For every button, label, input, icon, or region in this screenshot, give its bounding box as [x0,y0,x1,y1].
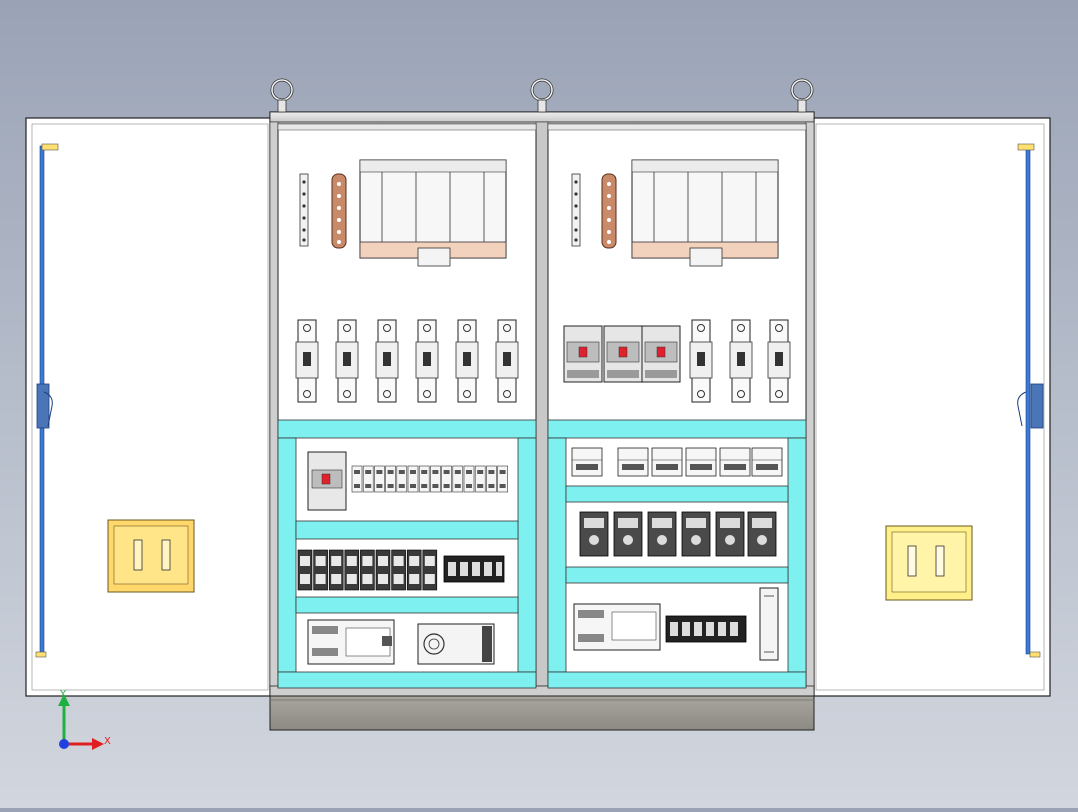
right-power-supply[interactable] [759,587,779,661]
right-contactor-3[interactable] [651,447,683,477]
left-plc-expansion[interactable] [443,555,505,583]
lifting-eye-left [270,78,294,113]
right-timer-relay-4[interactable] [681,511,711,557]
right-plc-expansion[interactable] [665,615,747,643]
terminal-block[interactable] [385,465,396,493]
terminal-block[interactable] [430,465,441,493]
left-mcb-4[interactable] [415,319,439,403]
right-door[interactable] [809,117,1051,697]
right-timer-relay-5[interactable] [715,511,745,557]
left-mcb-5[interactable] [455,319,479,403]
relay[interactable] [344,549,360,591]
right-door-lock-rod [1017,143,1044,658]
left-mcb-6[interactable] [495,319,519,403]
right-rccb-row[interactable] [563,325,681,383]
right-din-rails [547,419,807,689]
terminal-block[interactable] [407,465,419,493]
left-mcb-1[interactable] [295,319,319,403]
coordinate-triad: X Y [58,689,111,750]
axis-y-label: Y [59,689,67,700]
right-rccb-1[interactable] [563,325,603,383]
left-mcb-row[interactable] [295,319,519,403]
relay[interactable] [422,549,438,591]
left-copper-busbar[interactable] [331,173,347,249]
right-mcb-2[interactable] [729,319,753,403]
terminal-block[interactable] [396,465,408,493]
relay[interactable] [375,549,391,591]
right-main-breaker[interactable] [631,159,779,267]
relay[interactable] [328,549,344,591]
right-mcb-3[interactable] [767,319,791,403]
left-rccb[interactable] [307,451,347,511]
right-mcb-row[interactable] [689,319,791,403]
relay[interactable] [360,549,375,591]
relay[interactable] [406,549,422,591]
left-plc-cpu[interactable] [307,619,395,665]
right-contactor-2[interactable] [617,447,649,477]
left-door-lock-rod [35,143,59,658]
left-main-breaker[interactable] [359,159,507,267]
right-timer-relay-row[interactable] [579,511,777,557]
right-timer-relay-6[interactable] [747,511,777,557]
terminal-block[interactable] [418,465,430,493]
left-relay-bank[interactable] [297,549,438,591]
right-plc-cpu[interactable] [573,603,661,651]
right-door-handle[interactable] [885,525,973,601]
terminal-block[interactable] [486,465,497,493]
right-timer-relay-1[interactable] [579,511,609,557]
terminal-block[interactable] [351,465,363,493]
right-contactor-1[interactable] [571,447,603,477]
relay[interactable] [297,549,313,591]
terminal-block[interactable] [463,465,475,493]
right-copper-busbar[interactable] [601,173,617,249]
terminal-block[interactable] [374,465,385,493]
left-terminal-strip[interactable] [351,465,508,493]
right-contactor-5[interactable] [719,447,751,477]
right-rccb-2[interactable] [603,325,643,383]
left-mcb-3[interactable] [375,319,399,403]
relay[interactable] [391,549,406,591]
right-contactor-row[interactable] [571,447,783,477]
lifting-eye-right [790,78,814,113]
left-pe-terminal-bar[interactable] [299,173,309,247]
left-power-supply[interactable] [417,623,495,665]
right-timer-relay-3[interactable] [647,511,677,557]
axis-x-label: X [104,736,111,747]
lifting-eye-center [530,78,554,113]
right-pe-terminal-bar[interactable] [571,173,581,247]
left-mcb-2[interactable] [335,319,359,403]
right-contactor-6[interactable] [751,447,783,477]
right-contactor-4[interactable] [685,447,717,477]
terminal-block[interactable] [362,465,374,493]
left-din-rails [277,419,537,689]
left-door[interactable] [25,117,275,697]
terminal-block[interactable] [497,465,508,493]
right-mcb-1[interactable] [689,319,713,403]
terminal-block[interactable] [452,465,464,493]
right-timer-relay-2[interactable] [613,511,643,557]
cabinet-plinth [269,695,815,731]
left-door-handle[interactable] [107,519,195,593]
relay[interactable] [313,549,328,591]
terminal-block[interactable] [474,465,486,493]
terminal-block[interactable] [441,465,452,493]
right-rccb-3[interactable] [641,325,681,383]
